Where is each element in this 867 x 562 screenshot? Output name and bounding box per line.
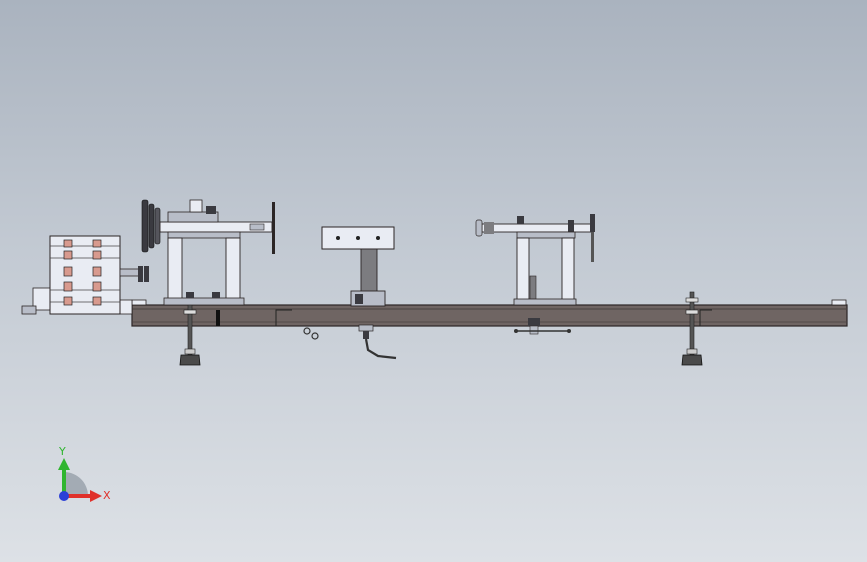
leveling-foot-left[interactable] <box>179 299 201 366</box>
x-axis-arrowhead <box>90 490 102 502</box>
frame-rail[interactable] <box>131 299 848 327</box>
y-axis-label: Y <box>58 445 66 458</box>
clamp-handle[interactable] <box>358 324 397 360</box>
headstock-stand[interactable] <box>141 199 275 306</box>
leveling-foot-right[interactable] <box>681 291 703 366</box>
x-axis-label: X <box>103 489 111 502</box>
tailstock-stand[interactable] <box>475 214 595 335</box>
z-axis-dot <box>59 491 69 501</box>
center-tool-rest[interactable] <box>321 226 395 307</box>
motor-assembly[interactable] <box>21 235 149 315</box>
loose-nuts[interactable] <box>303 327 319 340</box>
y-axis-arrowhead <box>58 458 70 470</box>
view-orientation-triad: Y X <box>58 445 111 502</box>
